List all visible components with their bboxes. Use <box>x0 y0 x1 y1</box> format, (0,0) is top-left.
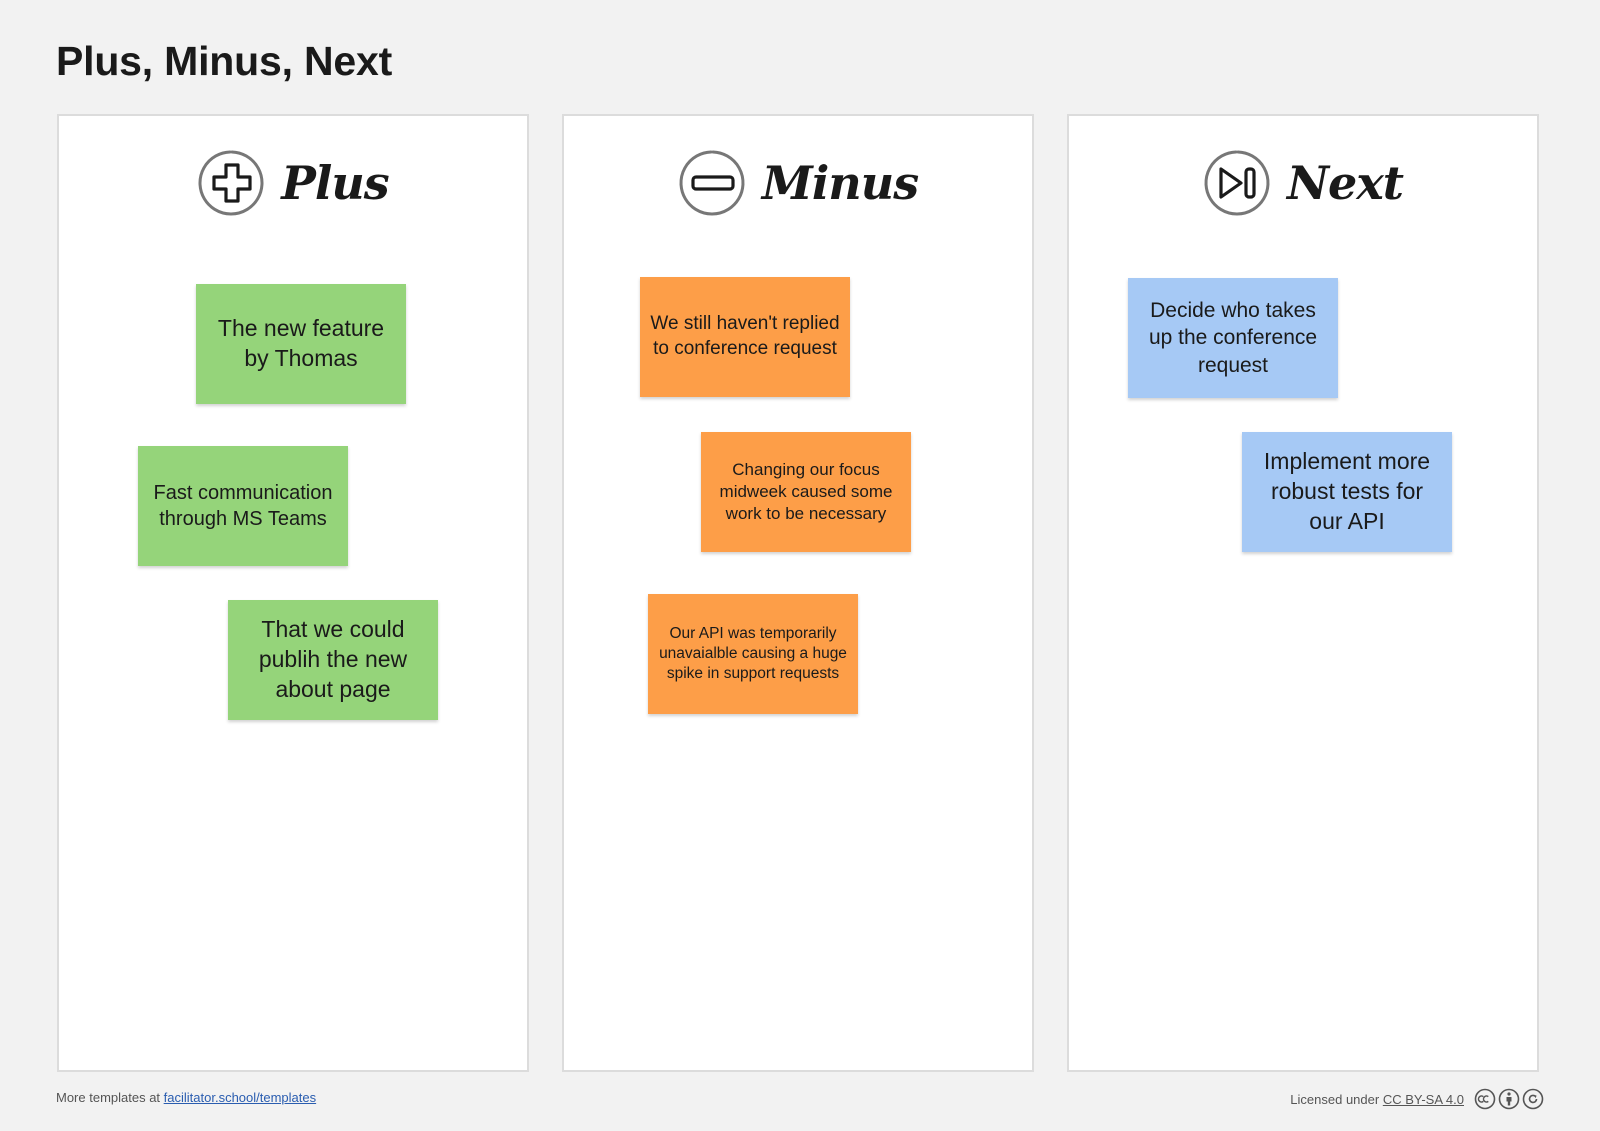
sticky-note-text: The new feature by Thomas <box>217 315 385 371</box>
sticky-note[interactable]: Our API was temporarily unavaialble caus… <box>648 594 858 714</box>
sticky-note-text: We still haven't replied to conference r… <box>650 313 840 359</box>
sticky-note[interactable]: Fast communication through MS Teams <box>138 446 348 566</box>
board-title: Plus, Minus, Next <box>56 38 393 84</box>
sticky-note-text: Changing our focus midweek caused some w… <box>719 459 893 524</box>
column-next-title: Next <box>1287 156 1404 210</box>
column-next-header: Next <box>1069 148 1537 218</box>
sticky-note[interactable]: That we could publih the new about page <box>228 600 438 720</box>
sa-icon <box>1522 1088 1544 1110</box>
footer-more-text: More templates at <box>56 1090 164 1105</box>
footer-license-link[interactable]: CC BY-SA 4.0 <box>1382 1091 1464 1107</box>
column-minus: Minus We still haven't replied to confer… <box>562 114 1034 1072</box>
sticky-note-text: Our API was temporarily unavaialble caus… <box>659 624 847 683</box>
plus-circle-icon <box>197 148 267 218</box>
footer-more-templates: More templates at facilitator.school/tem… <box>56 1090 316 1105</box>
skip-next-circle-icon <box>1203 148 1273 218</box>
column-plus: Plus The new feature by Thomas Fast comm… <box>57 114 529 1072</box>
sticky-note-text: That we could publih the new about page <box>258 616 408 702</box>
column-plus-title: Plus <box>281 156 389 210</box>
sticky-note[interactable]: We still haven't replied to conference r… <box>640 277 850 397</box>
sticky-note[interactable]: Changing our focus midweek caused some w… <box>701 432 911 552</box>
sticky-note[interactable]: The new feature by Thomas <box>196 284 406 404</box>
cc-icon <box>1474 1088 1496 1110</box>
sticky-note[interactable]: Decide who takes up the conference reque… <box>1128 278 1338 398</box>
sticky-note[interactable]: Implement more robust tests for our API <box>1242 432 1452 552</box>
column-plus-header: Plus <box>59 148 527 218</box>
column-minus-title: Minus <box>761 156 919 210</box>
by-icon <box>1498 1088 1520 1110</box>
column-next: Next Decide who takes up the conference … <box>1067 114 1539 1072</box>
footer-templates-link[interactable]: facilitator.school/templates <box>163 1090 317 1105</box>
footer-license-text: Licensed under <box>1290 1091 1383 1107</box>
minus-circle-icon <box>678 148 748 218</box>
sticky-note-text: Implement more robust tests for our API <box>1263 448 1431 534</box>
footer-license: Licensed under CC BY-SA 4.0 <box>1290 1088 1544 1110</box>
column-minus-header: Minus <box>564 148 1032 218</box>
sticky-note-text: Decide who takes up the conference reque… <box>1148 299 1318 377</box>
license-badges <box>1474 1088 1544 1110</box>
sticky-note-text: Fast communication through MS Teams <box>153 482 333 530</box>
